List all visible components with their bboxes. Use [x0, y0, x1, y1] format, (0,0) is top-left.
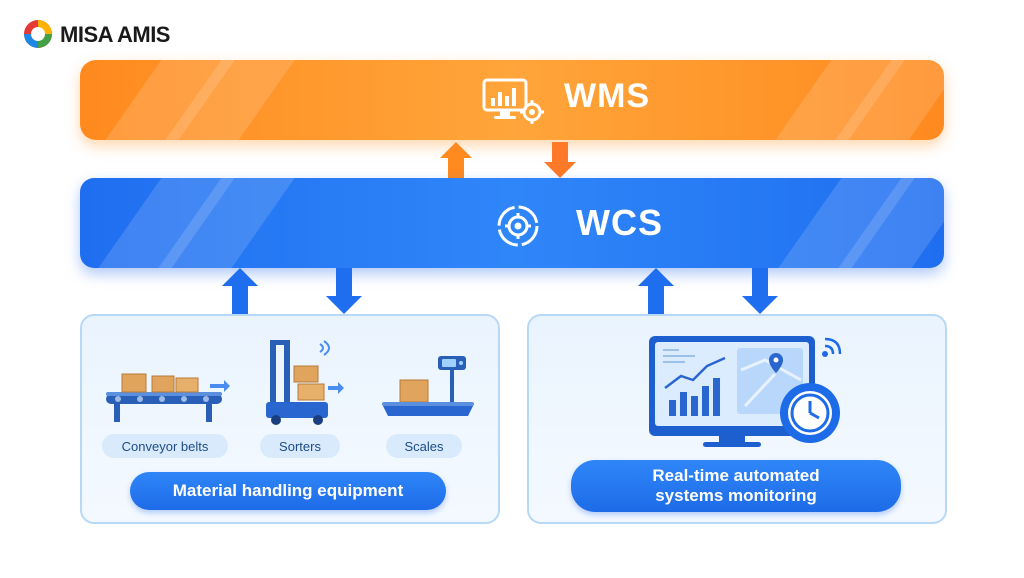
- brand-logo: MISA AMIS: [22, 18, 212, 52]
- wms-wcs-arrows: [440, 142, 576, 178]
- clock-icon: [780, 383, 840, 443]
- arrow-down-left-icon: [326, 268, 362, 314]
- arrow-up-to-wms-icon: [440, 142, 472, 178]
- arrow-down-to-wcs-icon: [544, 142, 576, 178]
- brand-name: MISA AMIS: [60, 22, 170, 47]
- chip-scales: Scales: [386, 434, 462, 458]
- sync-gear-icon: [497, 205, 539, 247]
- wms-bar: WMS: [80, 60, 944, 140]
- wifi-signal-icon: [822, 337, 842, 357]
- wcs-bar: WCS: [80, 178, 944, 268]
- arrow-up-right-icon: [638, 268, 674, 314]
- material-handling-panel: Conveyor belts Sorters Scales Material h…: [80, 314, 500, 524]
- monitoring-caption: Real-time automated systems monitoring: [571, 460, 901, 512]
- arrow-up-left-icon: [222, 268, 258, 314]
- wcs-title: WCS: [576, 202, 663, 243]
- monitoring-caption-line2: systems monitoring: [655, 486, 817, 505]
- arrow-down-right-icon: [742, 268, 778, 314]
- monitoring-caption-line1: Real-time automated: [652, 465, 820, 485]
- monitoring-panel: Real-time automated systems monitoring: [527, 314, 947, 524]
- material-handling-caption: Material handling equipment: [130, 472, 446, 510]
- wcs-left-arrows: [222, 268, 362, 314]
- conveyor-belt-icon: [106, 373, 230, 422]
- brand-mark-icon: [24, 20, 52, 48]
- wcs-right-arrows: [638, 268, 778, 314]
- monitor-dashboard-icon: [649, 336, 815, 447]
- chip-sorters: Sorters: [260, 434, 340, 458]
- chip-conveyor-belts: Conveyor belts: [102, 434, 228, 458]
- scale-icon: [382, 356, 474, 416]
- sorter-forklift-icon: [266, 340, 344, 425]
- monitor-gear-icon: [482, 78, 544, 124]
- wms-title: WMS: [564, 77, 651, 115]
